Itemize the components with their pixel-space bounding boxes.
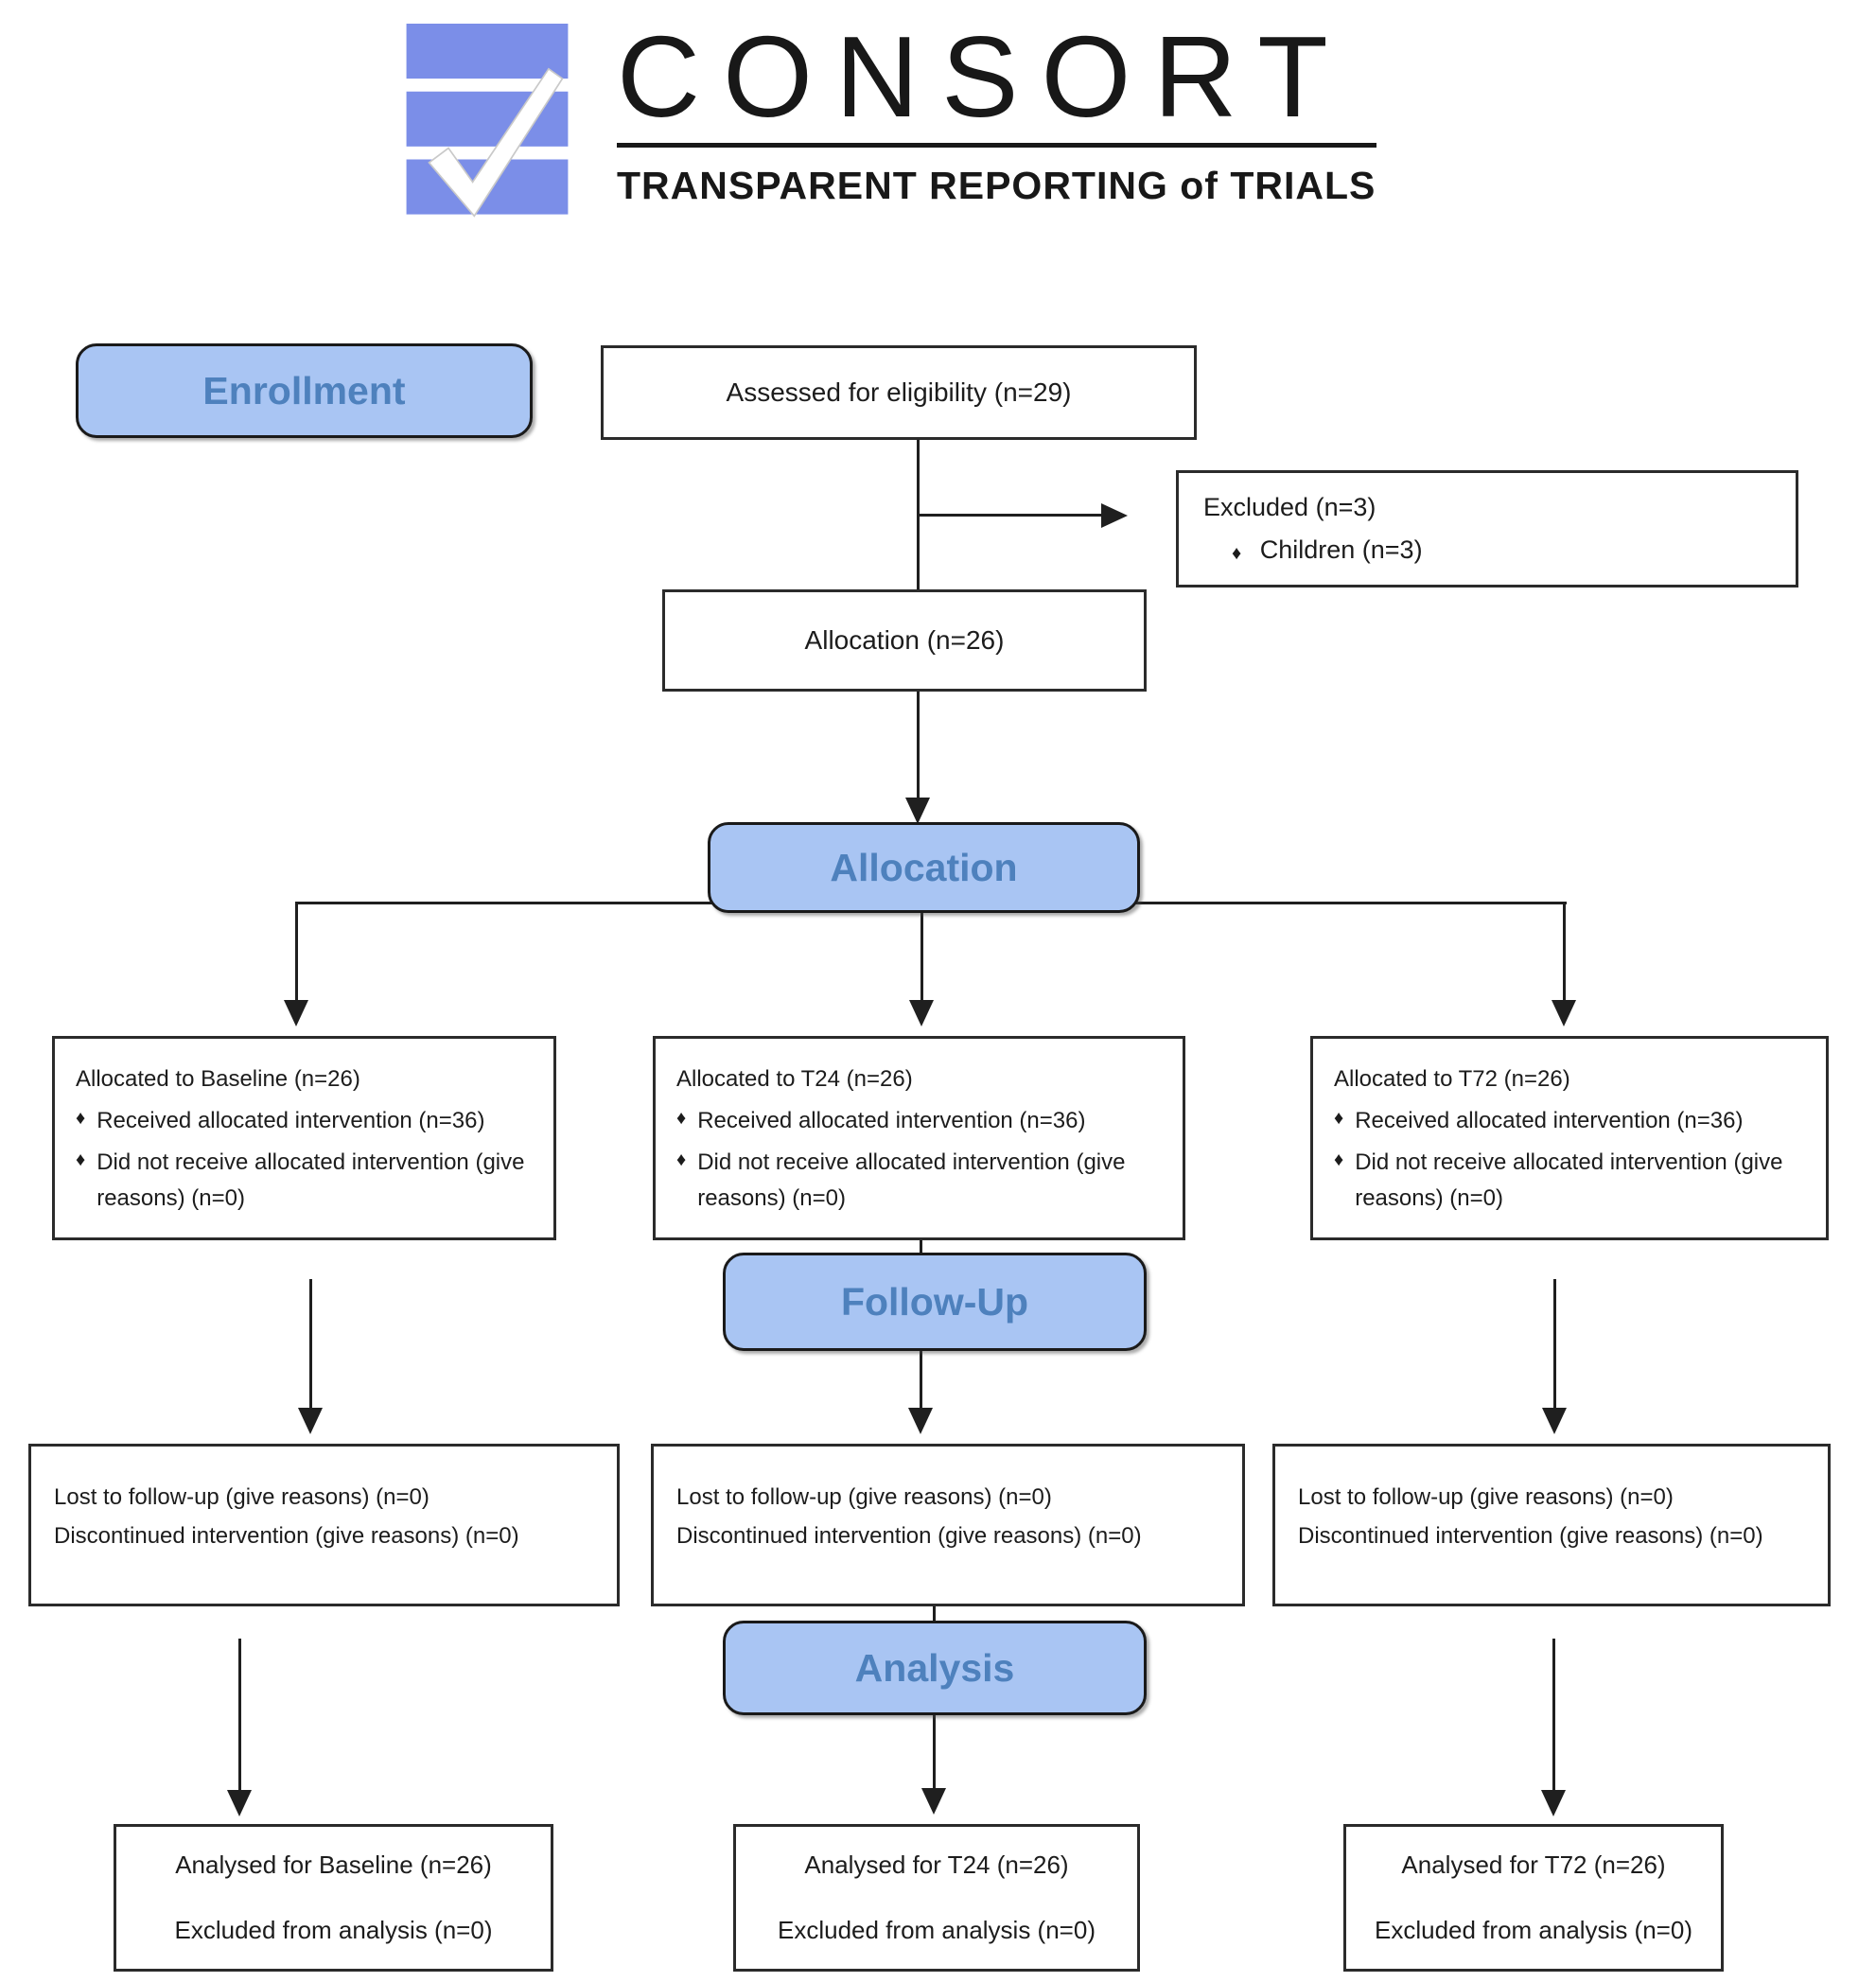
connector-arm-to-followup-stage bbox=[920, 1239, 922, 1254]
box-followup-baseline-line-2: Discontinued intervention (give reasons)… bbox=[54, 1522, 519, 1549]
arrowhead-followup-right bbox=[1542, 1408, 1567, 1434]
box-arm-baseline-bullet-2-text: Did not receive allocated intervention (… bbox=[96, 1149, 525, 1211]
diamond-bullet-icon: ♦ bbox=[76, 1108, 86, 1130]
diamond-bullet-icon: ♦ bbox=[1334, 1108, 1344, 1130]
box-arm-t24-bullet-1-text: Received allocated intervention (n=36) bbox=[697, 1108, 1086, 1134]
diamond-bullet-icon: ♦ bbox=[676, 1108, 687, 1130]
arrowhead-analysis-left bbox=[227, 1790, 252, 1816]
arrowhead-arm-t72 bbox=[1552, 1000, 1576, 1026]
box-analysis-t24-line-2: Excluded from analysis (n=0) bbox=[778, 1916, 1096, 1944]
box-followup-t72-line-2: Discontinued intervention (give reasons)… bbox=[1298, 1522, 1763, 1549]
box-assessed-text: Assessed for eligibility (n=29) bbox=[726, 377, 1072, 407]
box-arm-t24-title: Allocated to T24 (n=26) bbox=[676, 1066, 913, 1092]
box-analysis-baseline-line-2: Excluded from analysis (n=0) bbox=[174, 1916, 493, 1944]
box-excluded-item-text: Children (n=3) bbox=[1259, 535, 1423, 564]
connector-arm-to-followup-left bbox=[309, 1279, 312, 1410]
stage-label-analysis: Analysis bbox=[723, 1621, 1147, 1715]
box-analysis-t72-line-1: Analysed for T72 (n=26) bbox=[1401, 1850, 1666, 1879]
box-arm-baseline-bullet-1-text: Received allocated intervention (n=36) bbox=[96, 1108, 485, 1134]
consort-checkmark-icon bbox=[406, 24, 569, 218]
box-analysis-baseline: Analysed for Baseline (n=26) Excluded fr… bbox=[114, 1824, 553, 1972]
arrowhead-analysis-right bbox=[1541, 1790, 1566, 1816]
connector-branch-middle bbox=[920, 902, 923, 1002]
connector-followup-stage-to-box bbox=[920, 1349, 922, 1410]
stage-label-followup-text: Follow-Up bbox=[840, 1279, 1029, 1324]
box-arm-t72-bullet-2: ♦ Did not receive allocated intervention… bbox=[1334, 1145, 1815, 1215]
connector-to-excluded bbox=[917, 514, 1103, 517]
box-arm-t72-bullet-2-text: Did not receive allocated intervention (… bbox=[1355, 1149, 1783, 1211]
box-arm-t72-bullet-1: ♦ Received allocated intervention (n=36) bbox=[1334, 1103, 1815, 1138]
box-followup-baseline: Lost to follow-up (give reasons) (n=0) D… bbox=[28, 1444, 620, 1606]
consort-wordmark: CONSORT bbox=[617, 12, 1351, 141]
connector-branch-right bbox=[1563, 902, 1566, 1002]
arrowhead-excluded bbox=[1101, 503, 1128, 528]
box-arm-t72-bullet-1-text: Received allocated intervention (n=36) bbox=[1355, 1108, 1744, 1134]
diamond-bullet-icon: ♦ bbox=[1334, 1149, 1344, 1171]
arrowhead-followup-left bbox=[298, 1408, 323, 1434]
consort-tagline: TRANSPARENT REPORTING of TRIALS bbox=[617, 164, 1376, 207]
box-arm-t24: Allocated to T24 (n=26) ♦ Received alloc… bbox=[653, 1036, 1185, 1240]
connector-branch-left bbox=[295, 902, 298, 1002]
box-arm-baseline-title: Allocated to Baseline (n=26) bbox=[76, 1066, 360, 1092]
box-followup-t72-line-1: Lost to follow-up (give reasons) (n=0) bbox=[1298, 1484, 1674, 1510]
box-arm-t24-bullet-2: ♦ Did not receive allocated intervention… bbox=[676, 1145, 1171, 1215]
box-excluded: Excluded (n=3) ♦ Children (n=3) bbox=[1176, 470, 1798, 588]
box-allocation-n-text: Allocation (n=26) bbox=[804, 625, 1005, 655]
consort-logo-mark bbox=[404, 24, 570, 218]
stage-label-enrollment: Enrollment bbox=[76, 343, 533, 438]
arrowhead-followup-middle bbox=[908, 1408, 933, 1434]
box-excluded-title: Excluded (n=3) bbox=[1203, 493, 1376, 522]
box-arm-baseline-bullet-1: ♦ Received allocated intervention (n=36) bbox=[76, 1103, 542, 1138]
box-arm-baseline-bullet-2: ♦ Did not receive allocated intervention… bbox=[76, 1145, 542, 1215]
box-arm-baseline: Allocated to Baseline (n=26) ♦ Received … bbox=[52, 1036, 556, 1240]
connector-followup-to-analysis-right bbox=[1552, 1639, 1555, 1792]
box-assessed: Assessed for eligibility (n=29) bbox=[601, 345, 1197, 440]
box-allocation-n: Allocation (n=26) bbox=[662, 589, 1147, 692]
arrowhead-analysis-middle bbox=[921, 1788, 946, 1815]
box-analysis-t24: Analysed for T24 (n=26) Excluded from an… bbox=[733, 1824, 1140, 1972]
box-analysis-t72-line-2: Excluded from analysis (n=0) bbox=[1375, 1916, 1692, 1944]
connector-followup-to-analysis-stage bbox=[933, 1605, 936, 1621]
box-arm-t24-bullet-1: ♦ Received allocated intervention (n=36) bbox=[676, 1103, 1171, 1138]
arrowhead-arm-baseline bbox=[284, 1000, 308, 1026]
box-followup-t24-line-1: Lost to follow-up (give reasons) (n=0) bbox=[676, 1484, 1052, 1510]
diamond-bullet-icon: ♦ bbox=[676, 1149, 687, 1171]
connector-followup-to-analysis-left bbox=[238, 1639, 241, 1792]
diamond-bullet-icon: ♦ bbox=[1232, 543, 1242, 564]
box-followup-t24-line-2: Discontinued intervention (give reasons)… bbox=[676, 1522, 1142, 1549]
box-arm-t72-title: Allocated to T72 (n=26) bbox=[1334, 1066, 1570, 1092]
box-excluded-item: ♦ Children (n=3) bbox=[1232, 529, 1796, 571]
connector-analysis-stage-to-box bbox=[933, 1712, 936, 1790]
box-analysis-t24-line-1: Analysed for T24 (n=26) bbox=[804, 1850, 1069, 1879]
stage-label-enrollment-text: Enrollment bbox=[202, 368, 406, 412]
box-arm-t72: Allocated to T72 (n=26) ♦ Received alloc… bbox=[1310, 1036, 1829, 1240]
box-followup-baseline-line-1: Lost to follow-up (give reasons) (n=0) bbox=[54, 1484, 430, 1510]
stage-label-followup: Follow-Up bbox=[723, 1253, 1147, 1351]
consort-underline bbox=[617, 143, 1376, 148]
connector-arm-to-followup-right bbox=[1553, 1279, 1556, 1410]
box-followup-t72: Lost to follow-up (give reasons) (n=0) D… bbox=[1272, 1444, 1831, 1606]
arrowhead-allocation-stage bbox=[905, 798, 930, 824]
diamond-bullet-icon: ♦ bbox=[76, 1149, 86, 1171]
stage-label-allocation-text: Allocation bbox=[830, 845, 1018, 889]
box-analysis-baseline-line-1: Analysed for Baseline (n=26) bbox=[175, 1850, 492, 1879]
arrowhead-arm-t24 bbox=[909, 1000, 934, 1026]
stage-label-allocation: Allocation bbox=[708, 822, 1140, 913]
box-followup-t24: Lost to follow-up (give reasons) (n=0) D… bbox=[651, 1444, 1245, 1606]
stage-label-analysis-text: Analysis bbox=[854, 1645, 1015, 1690]
connector-allocation-to-stage bbox=[917, 691, 920, 800]
box-analysis-t72: Analysed for T72 (n=26) Excluded from an… bbox=[1343, 1824, 1724, 1972]
box-arm-t24-bullet-2-text: Did not receive allocated intervention (… bbox=[697, 1149, 1126, 1211]
